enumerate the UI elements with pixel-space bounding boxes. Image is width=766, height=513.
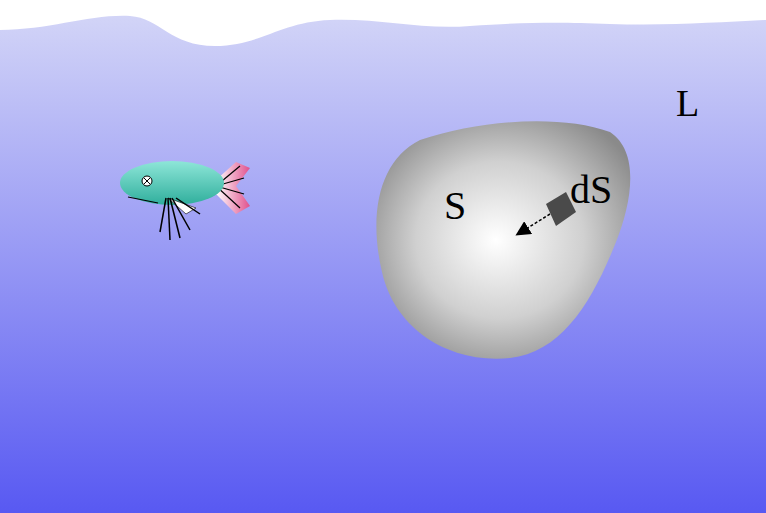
element-label: dS: [570, 170, 612, 210]
solid-body: SdS: [370, 112, 640, 368]
solid-body-outline: [370, 112, 640, 368]
surface-label: S: [444, 186, 466, 226]
liquid-label: L: [676, 84, 699, 122]
